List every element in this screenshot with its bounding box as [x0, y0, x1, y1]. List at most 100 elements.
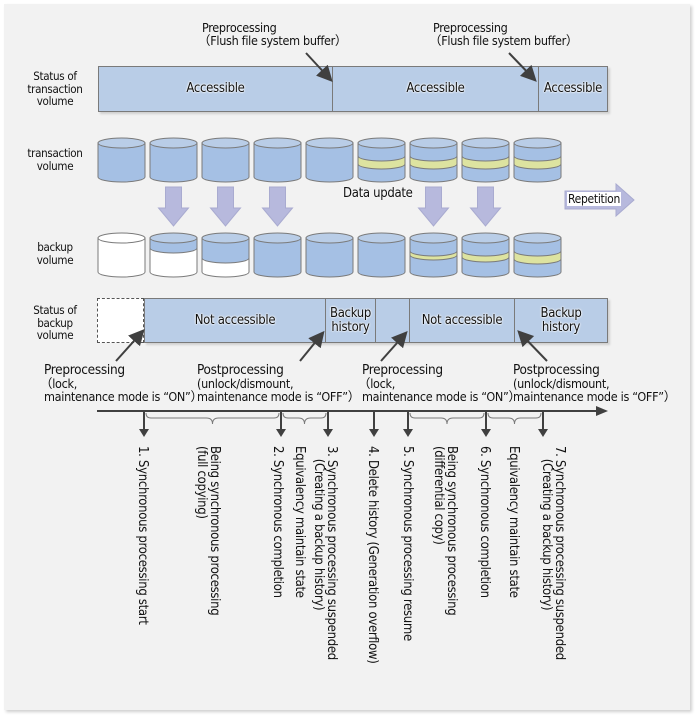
segment-divider — [375, 299, 376, 342]
annotation-line2: （lock, — [40, 376, 77, 391]
event-arrow-icon — [403, 429, 413, 437]
annotation-title: Postprocessing — [197, 362, 284, 378]
event-label-5: 5. Synchronous processing resume — [400, 446, 415, 641]
event-arrow-icon — [139, 429, 149, 437]
segment-divider — [409, 299, 410, 342]
annotation-line3: maintenance mode is “ON”） — [362, 389, 521, 404]
update-band — [409, 155, 458, 170]
timeline-braces — [145, 412, 542, 425]
copy-arrow-icon — [469, 186, 502, 227]
event-label-4: 4. Delete history (Generation overflow) — [365, 446, 380, 664]
segment-divider — [332, 67, 333, 111]
status-segment: Not accessible — [421, 312, 503, 328]
pointer-arrow-icon — [380, 331, 408, 362]
event-label-6: 6. Synchronous completion — [477, 446, 492, 598]
volume-cylinder-icon — [201, 137, 250, 183]
event-label-2: 2. Synchronous completion — [270, 446, 285, 598]
copy-arrow-icon — [261, 186, 294, 227]
annotation-title: Preprocessing — [202, 20, 277, 35]
volume-cylinder-icon — [149, 137, 198, 183]
event-arrow-icon — [481, 429, 491, 437]
event-arrow-icon — [369, 429, 379, 437]
volume-cylinder-icon — [97, 137, 146, 183]
state-brace — [145, 412, 280, 425]
status-segment: Accessible — [186, 81, 245, 96]
event-label-7: 7. Synchronous processing suspended (Cre… — [539, 446, 567, 660]
copy-arrows — [157, 186, 502, 227]
bottom-annotation-postprocessing-2: Postprocessing (unlock/dismount, mainten… — [513, 363, 676, 403]
label-transaction-status: Status of transaction volume — [27, 69, 83, 108]
status-segment: Backup history — [540, 305, 582, 335]
segment-divider — [514, 299, 515, 342]
volume-cylinder-icon — [513, 232, 562, 278]
annotation-title: Preprocessing — [362, 362, 443, 378]
label-backup-status: Status of backup volume — [33, 303, 77, 342]
copy-arrow-icon — [209, 186, 242, 227]
event-arrow-icon — [276, 429, 286, 437]
annotation-line3: maintenance mode is “OFF”） — [513, 389, 676, 404]
volume-cylinder-icon — [201, 232, 250, 278]
status-segment: Backup history — [329, 305, 372, 335]
volume-cylinder-icon — [357, 137, 406, 183]
volume-cylinder-icon — [409, 137, 458, 183]
event-label-3: 3. Synchronous processing suspended (Cre… — [311, 446, 339, 660]
event-arrow-icon — [538, 429, 548, 437]
bottom-annotation-preprocessing-2: Preprocessing （lock, maintenance mode is… — [358, 362, 521, 404]
pointer-arrow-icon — [517, 330, 548, 362]
state-label-equivalency-2: Equivalency maintain state — [506, 446, 521, 598]
top-annotation-1: Preprocessing （Flush file system buffer） — [198, 20, 347, 47]
update-band — [409, 250, 458, 261]
repetition-label: Repetition — [567, 192, 622, 206]
data-update-label: Data update — [343, 186, 413, 201]
event-label-1: 1. Synchronous processing start — [135, 446, 150, 625]
status-segment: Accessible — [406, 81, 465, 96]
state-brace — [409, 412, 485, 425]
annotation-line3: maintenance mode is “ON”） — [44, 389, 203, 404]
annotation-detail: （Flush file system buffer） — [198, 33, 348, 48]
volume-cylinder-icon — [461, 137, 510, 183]
annotation-line3: maintenance mode is “OFF”） — [197, 389, 360, 404]
pointer-arrow-icon — [305, 52, 333, 82]
status-segment: Accessible — [543, 81, 603, 96]
label-transaction-volume: transaction volume — [27, 146, 83, 173]
volume-cylinder-icon — [253, 137, 302, 183]
timeline-ticks — [139, 411, 548, 437]
volume-cylinder-icon — [513, 137, 562, 183]
volume-cylinder-icon — [305, 137, 354, 183]
volume-cylinder-icon — [409, 232, 458, 278]
timeline-arrowhead-icon — [596, 406, 608, 416]
volume-cylinder-icon — [357, 232, 406, 278]
volume-cylinder-icon — [97, 232, 146, 278]
event-arrow-icon — [323, 429, 333, 437]
bottom-annotation-preprocessing-1: Preprocessing （lock, maintenance mode is… — [40, 362, 203, 404]
top-annotation-2: Preprocessing （Flush file system buffer） — [429, 20, 578, 47]
state-brace — [487, 412, 542, 425]
annotation-title: Preprocessing — [433, 20, 508, 35]
annotation-detail: （Flush file system buffer） — [429, 33, 579, 48]
annotation-line2: (unlock/dismount, — [513, 376, 610, 391]
segment-divider — [538, 67, 539, 111]
volume-cylinder-icon — [461, 232, 510, 278]
pointer-arrow-icon — [115, 329, 145, 362]
volume-cylinder-icon — [305, 232, 354, 278]
volume-cylinder-icon — [253, 232, 302, 278]
annotation-title: Preprocessing — [44, 362, 125, 378]
update-band — [513, 155, 562, 170]
volume-cylinder-icon — [149, 232, 198, 278]
update-band — [513, 250, 562, 265]
backup-status-bar: Not accessible Backup history Not access… — [144, 298, 608, 343]
segment-divider — [325, 299, 326, 342]
annotation-line2: （lock, — [358, 376, 395, 391]
status-segment: Not accessible — [194, 312, 276, 328]
transaction-volumes — [97, 137, 562, 183]
state-brace — [282, 412, 327, 425]
state-label-equivalency-1: Equivalency maintain state — [292, 446, 307, 598]
backup-volumes — [97, 232, 562, 278]
update-band — [357, 155, 406, 170]
state-label-full-copying: Being synchronous processing (full copyi… — [194, 446, 222, 616]
label-backup-volume: backup volume — [36, 240, 74, 267]
update-band — [461, 250, 510, 263]
pointer-arrow-icon — [508, 52, 537, 82]
annotation-line2: (unlock/dismount, — [197, 376, 294, 391]
